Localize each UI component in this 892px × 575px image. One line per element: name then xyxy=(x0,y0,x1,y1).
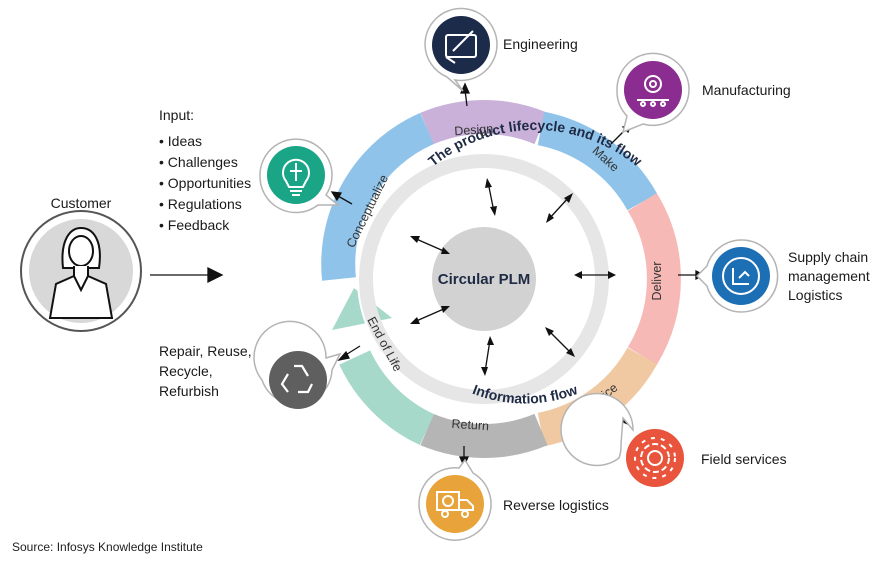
input-item: • Regulations xyxy=(159,196,242,212)
reverse-icon-disc xyxy=(426,475,484,533)
stage-deliver: Deliver xyxy=(650,262,664,301)
conceptualize-node xyxy=(259,138,341,214)
field-node xyxy=(560,392,684,487)
segment-deliver xyxy=(627,193,681,365)
arrowhead xyxy=(490,206,497,216)
inner-ring-border xyxy=(357,152,611,406)
engineering-icon-disc xyxy=(432,16,490,74)
segment-end-of-life xyxy=(339,349,435,446)
segment-return xyxy=(420,413,548,459)
input-item: • Feedback xyxy=(159,217,230,233)
lifecycle-ring xyxy=(321,99,681,459)
supply-label-1: Supply chain xyxy=(788,249,868,265)
stage-return: Return xyxy=(451,417,489,434)
arrowhead xyxy=(459,82,471,94)
arrowhead xyxy=(207,266,224,284)
supply-label-3: Logistics xyxy=(788,287,842,303)
manufacturing-node xyxy=(616,52,690,134)
flow-arrow xyxy=(484,339,491,373)
manufacturing-icon-disc xyxy=(624,61,682,119)
repair-icon-disc xyxy=(269,351,327,409)
brain-lightbulb-icon xyxy=(282,158,310,196)
arrowhead xyxy=(330,191,343,202)
segment-conceptualize xyxy=(321,112,435,281)
arrowhead xyxy=(441,306,450,313)
input-item: • Ideas xyxy=(159,133,202,149)
gear-service-icon xyxy=(634,437,676,479)
information-ring xyxy=(359,154,609,404)
connector-conceptualize xyxy=(337,195,353,205)
engineering-label: Engineering xyxy=(503,36,578,52)
customer-label: Customer xyxy=(51,195,112,211)
arrowhead xyxy=(546,213,554,223)
input-item: • Challenges xyxy=(159,154,238,170)
repair-node xyxy=(253,320,342,409)
manufacturing-label: Manufacturing xyxy=(702,82,791,98)
reverse-label: Reverse logistics xyxy=(503,497,609,513)
flow-arrow xyxy=(547,329,573,355)
supply-label-2: management xyxy=(788,268,870,284)
source-note: Source: Infosys Knowledge Institute xyxy=(12,540,203,554)
supply-node xyxy=(695,239,779,313)
flow-arrow xyxy=(413,237,447,253)
repair-label-2: Recycle, xyxy=(159,363,213,379)
drafting-icon xyxy=(445,30,477,64)
input-title: Input: xyxy=(159,107,194,123)
engineering-node xyxy=(424,7,498,92)
field-label: Field services xyxy=(701,451,787,467)
input-item: • Opportunities xyxy=(159,175,251,191)
person-avatar-icon xyxy=(48,226,114,319)
segment-design xyxy=(420,99,548,145)
gear-conveyor-icon xyxy=(637,75,669,107)
flow-arrow xyxy=(413,307,447,323)
arrowhead xyxy=(566,348,575,357)
pin-outline xyxy=(560,392,634,467)
field-icon-disc xyxy=(626,429,684,487)
arrowhead xyxy=(564,193,573,203)
stage-design: Design xyxy=(454,122,494,139)
delivery-truck-icon xyxy=(436,491,474,518)
arrowhead xyxy=(337,350,350,362)
center-circle xyxy=(432,227,536,331)
reverse-node xyxy=(418,458,492,541)
arrowhead xyxy=(608,271,616,279)
repair-label-3: Refurbish xyxy=(159,383,219,399)
arrowhead xyxy=(481,367,488,376)
arrowhead xyxy=(487,336,494,345)
supply-chain-icon xyxy=(722,257,760,295)
arrowhead xyxy=(441,247,450,254)
arrowhead xyxy=(485,178,492,188)
arrowhead xyxy=(574,271,582,279)
arrowhead xyxy=(545,327,554,336)
arrowhead xyxy=(410,317,420,324)
repair-label-1: Repair, Reuse, xyxy=(159,343,252,359)
center-label: Circular PLM xyxy=(438,271,531,288)
segment-make xyxy=(537,111,658,211)
arrowhead xyxy=(410,236,420,243)
recycle-icon xyxy=(280,364,313,394)
